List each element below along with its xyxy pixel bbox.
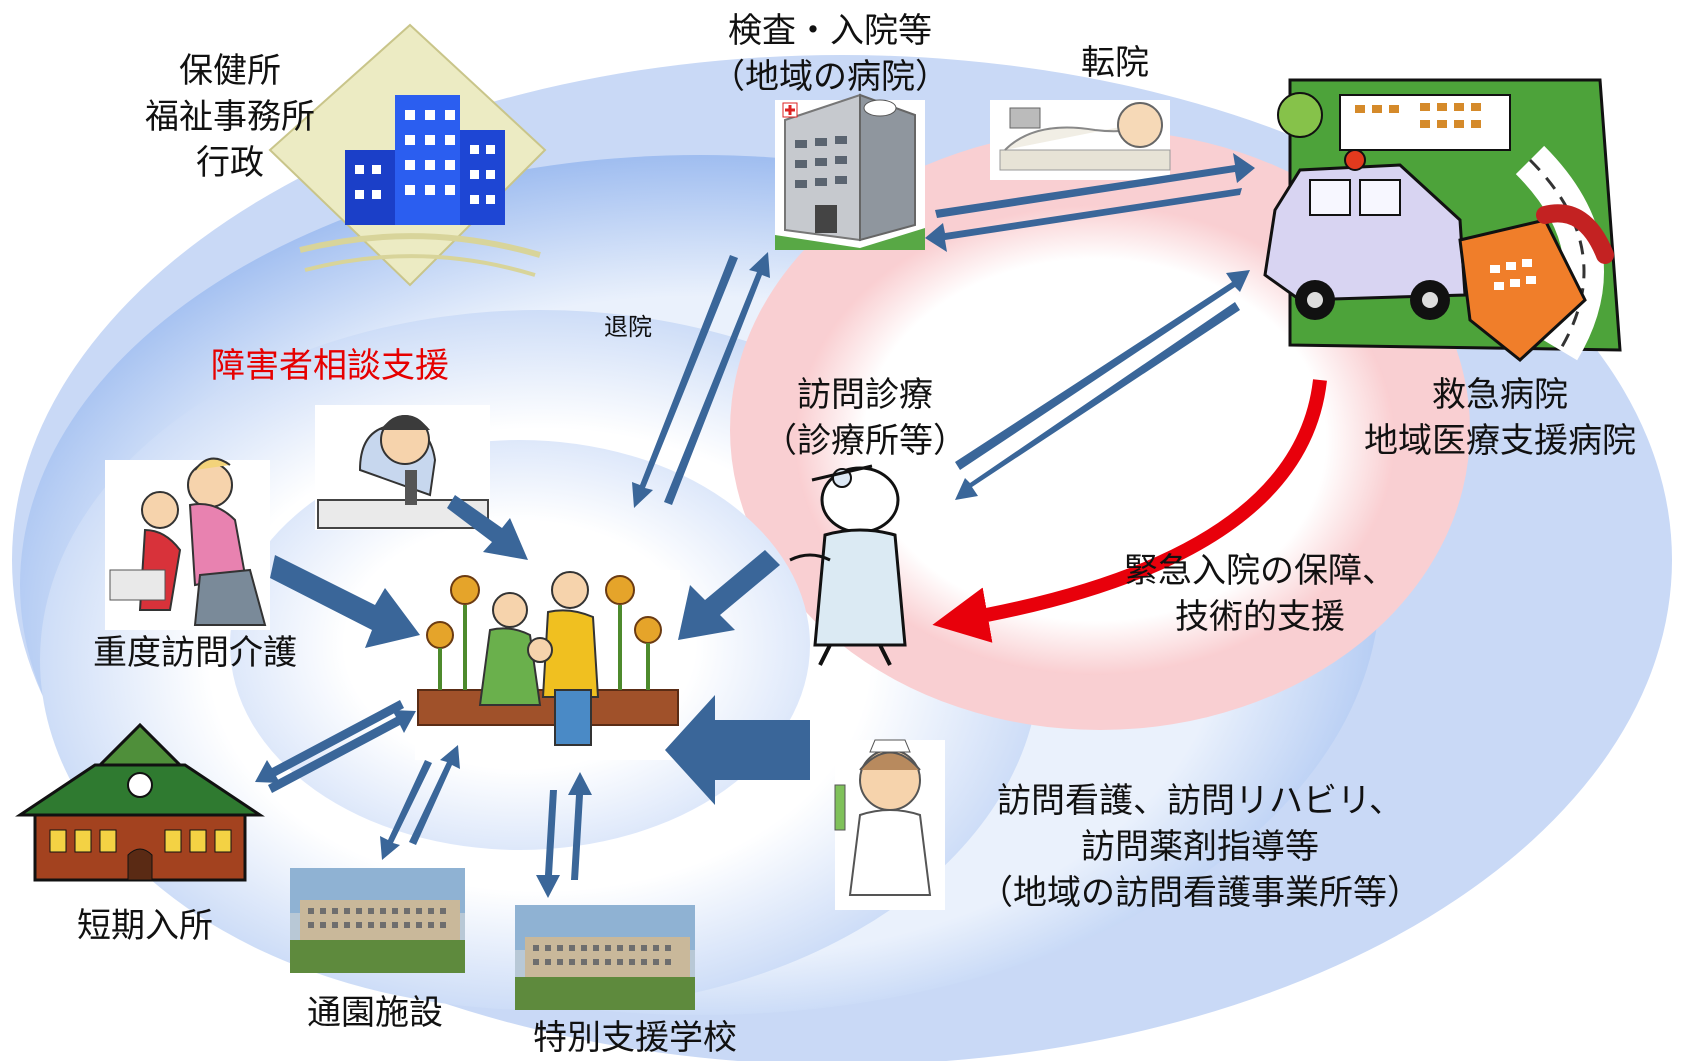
severe-home-care-label: 重度訪問介護 [93,633,297,673]
hospital-building-icon [775,93,925,250]
emergency-hospital-label: 救急病院 地域医療支援病院 [1325,372,1675,464]
short-stay-label: 短期入所 [77,906,213,946]
health-center-line-1: 保健所 [179,51,281,91]
nurse-icon [834,739,945,910]
exam-hospital-line-2: （地域の病院） [711,57,949,97]
emergency-hospital-line-2: 地域医療支援病院 [1364,421,1636,461]
transfer-arrow [925,153,1255,252]
family-sunflowers-icon [415,570,680,760]
nurse-family-arrow [665,695,810,805]
doctor-icon [789,464,907,666]
exam-hospital-label: 検査・入院等 （地域の病院） [680,8,980,100]
day-facility-label: 通園施設 [307,993,443,1033]
special-school-label: 特別支援学校 [533,1018,737,1058]
emergency-support-label: 緊急入院の保障、 技術的支援 [1095,548,1425,640]
short-stay-building-icon [15,722,265,882]
visiting-nursing-label: 訪問看護、訪問リハビリ、 訪問薬剤指導等 （地域の訪問看護事業所等） [940,778,1460,916]
short-stay-arrow [255,700,416,793]
ambulance-hospital-icon [1263,78,1622,362]
home-visit-care-line-2: （診療所等） [763,421,967,461]
day-facility-arrow [380,745,460,860]
visiting-nursing-line-3: （地域の訪問看護事業所等） [979,873,1421,913]
emergency-support-line-1: 緊急入院の保障、 [1124,551,1396,591]
home-visit-care-line-1: 訪問診療 [797,375,933,415]
visiting-nursing-line-2: 訪問薬剤指導等 [1081,827,1319,867]
day-facility-photo-icon [290,868,465,973]
special-school-photo-icon [515,905,695,1010]
home-visit-care-label: 訪問診療 （診療所等） [745,372,985,464]
doctor-hospital-arrow [955,270,1250,500]
emergency-support-arrow [932,379,1327,643]
emergency-hospital-line-1: 救急病院 [1432,375,1568,415]
health-center-line-2: 福祉事務所 [145,97,315,137]
transfer-label: 転院 [1081,43,1149,83]
discharge-arrow [632,252,770,508]
health-center-label: 保健所 福祉事務所 行政 [100,48,360,186]
discharge-label: 退院 [604,313,652,341]
health-center-line-3: 行政 [196,143,264,183]
care-arrow [270,555,420,648]
visiting-nursing-line-1: 訪問看護、訪問リハビリ、 [997,781,1403,821]
emergency-support-line-2: 技術的支援 [1175,597,1345,637]
consult-arrow [447,495,528,560]
disability-consult-label: 障害者相談支援 [211,346,449,386]
exam-hospital-line-1: 検査・入院等 [728,11,932,51]
special-school-arrow [536,772,592,898]
patient-bed-icon [990,100,1171,180]
office-buildings-icon [268,23,547,287]
pink-ring-hole [795,205,1395,675]
doctor-family-arrow [678,550,780,640]
caregiver-icon [105,457,270,630]
